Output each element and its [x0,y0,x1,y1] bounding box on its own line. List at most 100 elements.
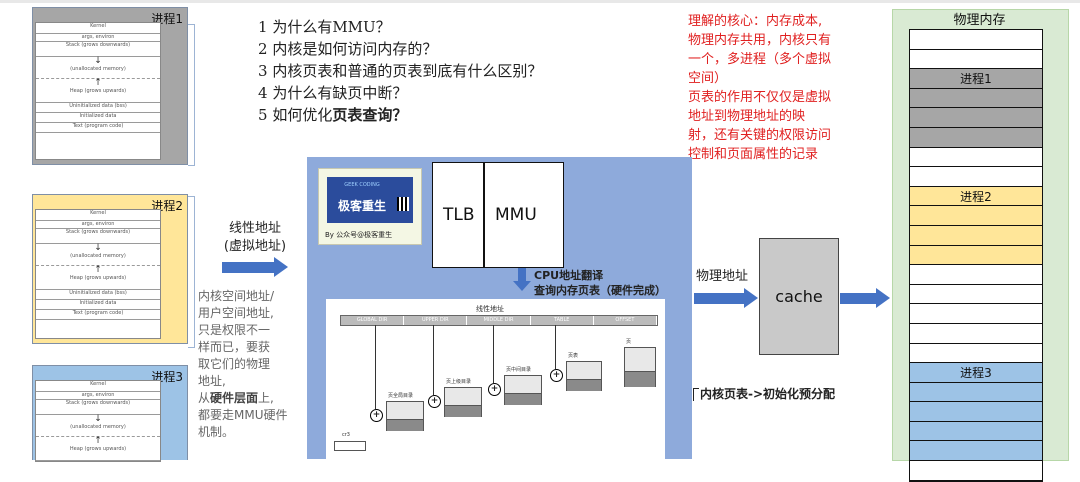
memory-segment: (unallocated memory) [36,424,160,437]
question-text: 内核页表和普通的页表到底有什么区别？ [272,62,543,80]
linear-address-line1: 线性地址 [228,221,281,236]
left-note-line: 都要走MMU硬件 [198,408,288,422]
cache-box: cache [759,238,839,355]
logo-top-text: GEEK CODING [344,182,380,188]
linear-address-arrowhead [274,257,288,277]
memory-frame [910,402,1042,422]
red-note-line: 一个，多进程（多个虚拟 [688,52,832,67]
red-note-line: 地址到物理地址的映 [688,109,806,124]
tlb-mmu-box: TLB MMU [432,162,564,268]
memory-frame [910,127,1042,148]
memory-frame [910,343,1042,364]
question-item: 5 如何优化页表查询？ [258,104,407,125]
question-item: 4 为什么有缺页中断？ [258,82,407,103]
left-note-line: 地址, [198,374,226,388]
red-note-line: 射，还有关键的权限访问 [688,128,832,143]
memory-segment: Kernel [36,210,160,221]
cr3-register [334,441,366,451]
translate-arrowhead [513,281,531,291]
question-text: 为什么有缺页中断？ [272,84,408,102]
cache-arrowhead [876,288,890,308]
page-table-label: 页中间目录 [506,367,532,373]
memory-segment: Stack (grows downwards) [36,42,160,57]
linear-address-arrow [222,262,274,273]
memory-frame [910,382,1042,403]
heap-arrow-icon: ↑ [94,265,102,275]
memory-segment: Initialized data [36,113,160,123]
add-icon: + [488,383,501,396]
page-table-box [566,361,602,391]
physical-address-arrow [694,293,744,304]
cache-arrow [840,293,876,304]
memory-segment: Initialized data [36,300,160,310]
geek-logo: GEEK CODING 极客重生 By 公众号@极客重生 [318,168,422,245]
frame-label: 进程1 [960,72,992,87]
heap-arrow-icon: ↑ [94,436,102,446]
connector-line [555,325,556,369]
question-item: 1 为什么有MMU？ [258,16,391,37]
question-text: 如何优化 [272,106,333,124]
stack-arrow-icon: ↓ [94,414,102,424]
memory-frame [910,49,1042,70]
memory-segment: Uninitialized data (bss) [36,461,160,462]
page-table-box [386,401,424,431]
add-icon: + [370,409,383,422]
page-table-box [504,375,542,405]
memory-segment: Heap (grows upwards) [36,275,160,290]
memory-frame: 进程1 [910,69,1042,89]
red-note-line: 页表的作用不仅仅是虚拟 [688,90,832,105]
kernel-pagetable-text: 内核页表->初始化预分配 [700,387,836,401]
red-note-line: 控制和页面属性的记录 [688,147,819,162]
linear-address-line2: (虚拟地址) [223,239,287,254]
left-note-line: 只是权限不一 [198,323,271,337]
memory-frame [910,88,1042,109]
left-note-line: 用户空间地址, [198,306,274,320]
add-icon: + [550,369,563,382]
memory-segment: Stack (grows downwards) [36,229,160,244]
connector-line [433,325,434,395]
address-field: OFFSET [593,316,658,325]
question-text: 为什么有MMU？ [272,18,391,36]
core-understanding-note: 理解的核心：内存成本,物理内存共用，内核只有一个，多进程（多个虚拟空间）页表的作… [688,12,878,164]
linear-address-label: 线性地址 (虚拟地址) [220,220,290,256]
qr-code-icon [397,197,409,211]
memory-frame [910,284,1042,305]
question-item: 3 内核页表和普通的页表到底有什么区别？ [258,60,542,81]
page-table-box [444,387,482,417]
memory-frame [910,441,1042,462]
question-number: 4 [258,84,273,102]
memory-segment: args, environ [36,221,160,229]
address-field: MIDDLE DIR [467,316,531,325]
page-table-label: 页表 [568,353,579,359]
page-walk-title: 线性地址 [476,305,504,313]
left-note-line: 内核空间地址/ [198,289,275,303]
question-bold-text: 页表查询？ [332,106,408,124]
left-note-line: 样而已，要获 [198,340,271,354]
top-divider [0,0,1080,3]
page-table-box [624,347,656,387]
heap-arrow-icon: ↑ [94,78,102,88]
physical-address-arrowhead [744,288,758,308]
cache-label: cache [775,287,823,306]
question-number: 5 [258,106,273,124]
kernel-pagetable-note: 内核页表->初始化预分配 [693,385,835,402]
memory-frame [910,421,1042,442]
page-table-label: 页上级目录 [446,379,472,385]
question-item: 2 内核是如何访问内存的？ [258,38,437,59]
memory-segment: Text (program code) [36,310,160,320]
address-field: TABLE [530,316,594,325]
memory-segment: args, environ [36,34,160,42]
address-field: UPPER DIR [404,316,468,325]
memory-segment: Heap (grows upwards) [36,88,160,103]
memory-segment: (unallocated memory) [36,66,160,79]
cpu-translate-line2: 查询内存页表（硬件完成） [534,284,666,297]
memory-frame [910,225,1042,246]
page-table-label: 页全局目录 [388,393,414,399]
logo-main-text: 极客重生 [337,199,386,213]
